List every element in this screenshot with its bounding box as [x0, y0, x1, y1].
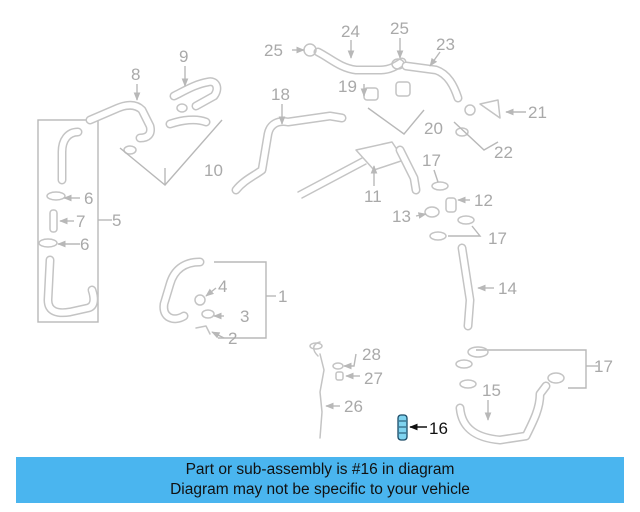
callout-5: 5 — [112, 211, 121, 230]
highlighted-part-16[interactable] — [397, 414, 427, 441]
callout-12: 12 — [474, 191, 493, 210]
callout-4: 4 — [218, 277, 227, 296]
callout-14: 14 — [498, 279, 517, 298]
part-group-11 — [297, 141, 421, 199]
callout-8: 8 — [131, 65, 140, 84]
callout-19: 19 — [338, 77, 357, 96]
part-group-1-4 — [159, 257, 276, 339]
part-group-19-22 — [360, 81, 526, 151]
callout-6b: 6 — [80, 235, 89, 254]
part-group-15-17 — [455, 346, 598, 445]
info-banner: Part or sub-assembly is #16 in diagram D… — [16, 457, 624, 503]
callout-27: 27 — [364, 369, 383, 388]
callout-7: 7 — [76, 212, 85, 231]
callout-22: 22 — [494, 143, 513, 162]
callout-25b: 25 — [390, 19, 409, 38]
part-group-8-9-10 — [85, 66, 223, 186]
callout-18: 18 — [271, 85, 290, 104]
banner-line-2: Diagram may not be specific to your vehi… — [170, 481, 470, 498]
part-group-5 — [37, 119, 112, 323]
callout-1: 1 — [278, 287, 287, 306]
callout-6a: 6 — [84, 189, 93, 208]
callout-25a: 25 — [264, 41, 283, 60]
callout-11: 11 — [364, 187, 382, 206]
callout-17a: 17 — [422, 151, 441, 170]
callout-21: 21 — [528, 103, 547, 122]
part-group-18 — [231, 104, 347, 195]
callout-17b: 17 — [488, 229, 507, 248]
callout-24: 24 — [341, 22, 360, 41]
callout-17c: 17 — [594, 357, 613, 376]
callout-20: 20 — [424, 119, 443, 138]
callout-26: 26 — [344, 397, 363, 416]
callout-9: 9 — [179, 47, 188, 66]
callout-labels: 1 2 3 4 5 6 7 6 8 9 10 18 25 24 25 23 19… — [76, 19, 613, 438]
callout-15: 15 — [482, 381, 501, 400]
callout-2: 2 — [228, 329, 237, 348]
callout-13: 13 — [392, 207, 411, 226]
banner-line-1: Part or sub-assembly is #16 in diagram — [185, 461, 455, 478]
part-group-12-13-17 — [415, 169, 482, 241]
part-group-26-28 — [309, 341, 360, 439]
part-group-14 — [457, 243, 494, 331]
callout-10: 10 — [204, 161, 223, 180]
part-group-23-24-25 — [292, 38, 463, 103]
callout-28: 28 — [362, 345, 381, 364]
callout-16[interactable]: 16 — [429, 419, 448, 438]
callout-23: 23 — [436, 35, 455, 54]
callout-3: 3 — [240, 307, 249, 326]
